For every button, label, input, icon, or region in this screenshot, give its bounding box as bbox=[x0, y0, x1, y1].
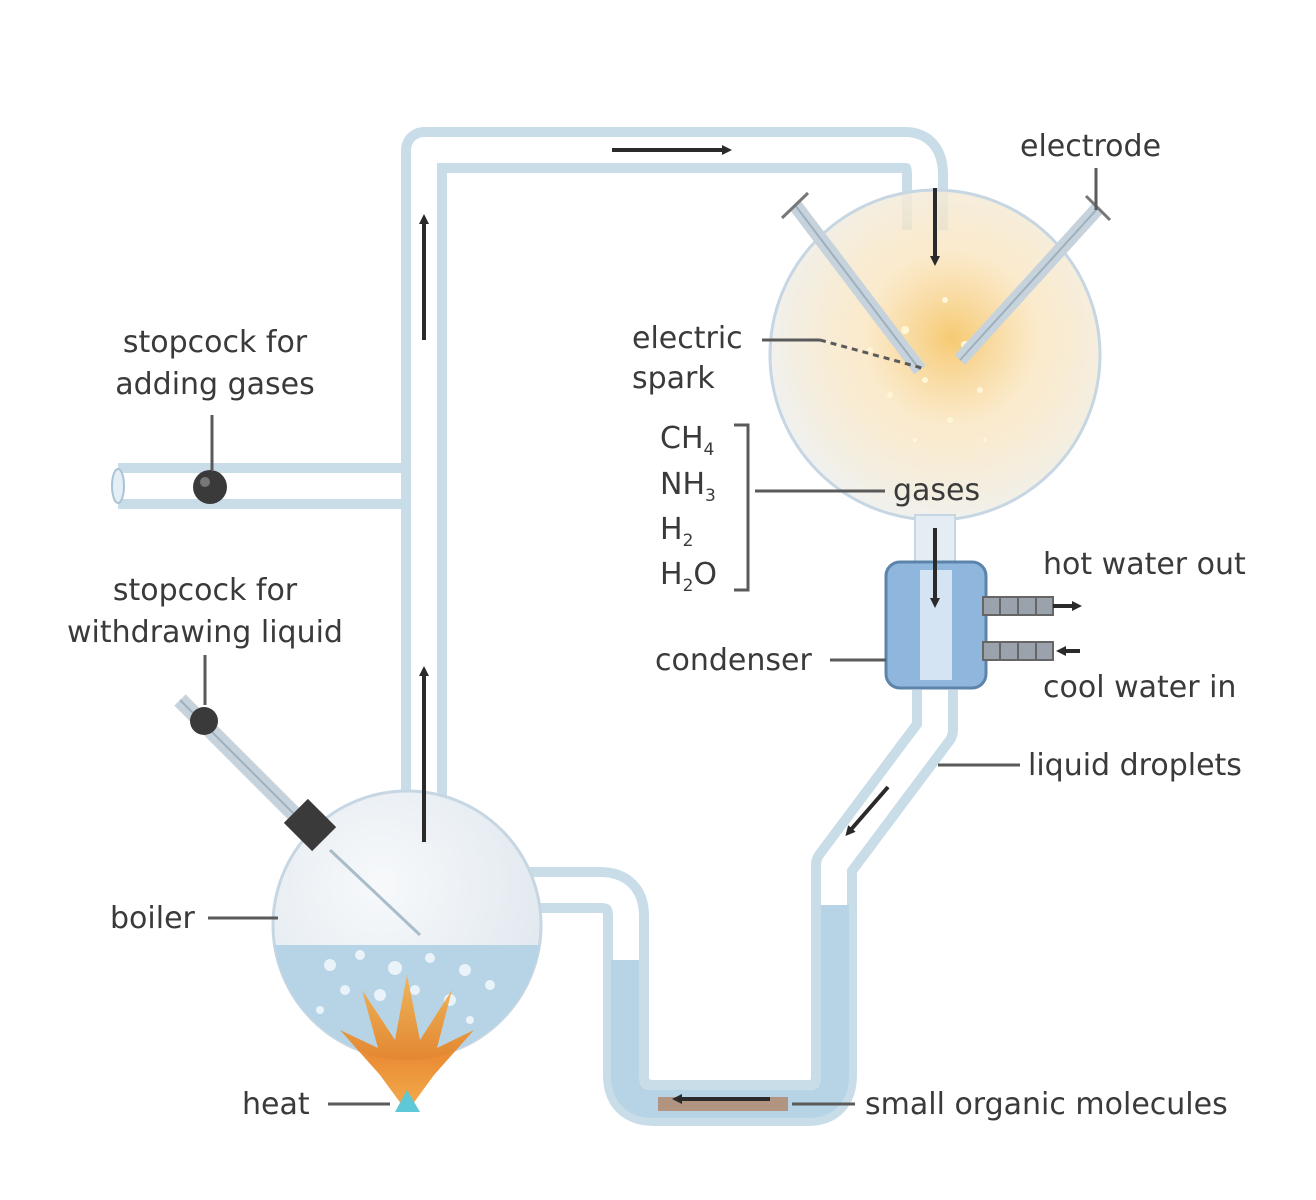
cool-water-inlet bbox=[982, 641, 1080, 661]
leader-lines bbox=[203, 168, 1098, 1106]
label-stopcock-liquid-1: stopcock for bbox=[113, 573, 298, 608]
label-liquid-droplets: liquid droplets bbox=[1028, 748, 1242, 783]
label-stopcock-gases-1: stopcock for bbox=[123, 325, 308, 360]
gas-formula-h2: H2 bbox=[660, 512, 693, 551]
label-gases: gases bbox=[893, 473, 980, 508]
boiler-flask bbox=[174, 694, 543, 1061]
electrode-left bbox=[780, 191, 926, 375]
gas-formula-h2o: H2O bbox=[660, 557, 717, 596]
label-electrode: electrode bbox=[1020, 129, 1161, 164]
gas-formula-nh3: NH3 bbox=[660, 467, 716, 506]
label-heat: heat bbox=[242, 1087, 310, 1122]
hot-water-outlet bbox=[982, 596, 1082, 616]
label-cool-water-in: cool water in bbox=[1043, 670, 1236, 705]
boiling-bubbles bbox=[316, 950, 495, 1024]
labels: electrode electric spark stopcock for ad… bbox=[67, 129, 1246, 1122]
stopcock-gases bbox=[193, 470, 227, 504]
label-hot-water-out: hot water out bbox=[1043, 547, 1246, 582]
label-stopcock-liquid-2: withdrawing liquid bbox=[67, 615, 343, 650]
gas-formula-ch4: CH4 bbox=[660, 421, 714, 460]
label-condenser: condenser bbox=[655, 643, 812, 678]
label-small-organic-molecules: small organic molecules bbox=[865, 1087, 1228, 1122]
flame bbox=[340, 975, 474, 1112]
label-electric-spark-2: spark bbox=[632, 361, 715, 396]
flow-arrows bbox=[419, 145, 940, 1104]
glass-tubing bbox=[111, 127, 958, 1126]
label-boiler: boiler bbox=[110, 901, 196, 936]
stopcock-liquid bbox=[190, 707, 218, 735]
spark-flask bbox=[768, 188, 1112, 566]
label-stopcock-gases-2: adding gases bbox=[115, 367, 315, 402]
label-electric-spark-1: electric bbox=[632, 321, 743, 356]
electrode-right bbox=[954, 194, 1112, 365]
